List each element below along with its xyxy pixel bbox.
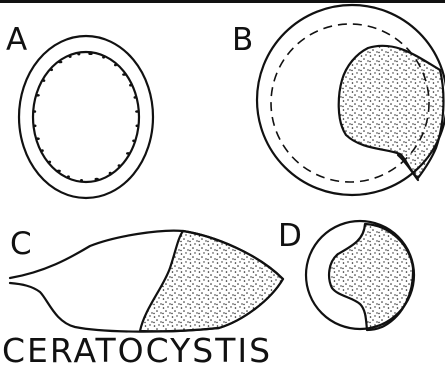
granule-dot <box>129 84 132 87</box>
panel-c-stippled-region <box>140 231 283 331</box>
panel-a: A <box>6 22 153 198</box>
granule-dot <box>102 56 105 59</box>
granule-dot <box>80 179 83 182</box>
panel-b-stippled-mass <box>339 46 444 178</box>
granule-dot <box>88 52 92 55</box>
granule-dot <box>118 164 121 167</box>
granule-dot <box>48 161 51 164</box>
granule-dot <box>135 110 139 113</box>
granule-dot <box>134 96 137 99</box>
top-border <box>0 0 445 3</box>
granule-dot <box>42 79 45 82</box>
granule-dot <box>34 125 37 128</box>
panel-c-label: C <box>10 226 32 262</box>
panel-a-label: A <box>6 22 27 58</box>
granule-dot <box>95 178 99 181</box>
panel-a-outer-wall <box>19 36 153 198</box>
granule-dot <box>35 94 39 97</box>
granule-dot <box>57 170 61 173</box>
granule-dot <box>50 69 53 72</box>
granule-dot <box>122 73 126 76</box>
granule-dot <box>58 61 62 64</box>
panel-b: B <box>232 5 445 195</box>
figure-caption: CERATOCYSTIS <box>2 331 272 369</box>
granule-dot <box>114 64 117 67</box>
granule-dot <box>41 149 44 152</box>
granule-dot <box>67 175 70 178</box>
panel-c: C <box>10 226 283 332</box>
granule-dot <box>33 110 36 113</box>
granule-dot <box>136 125 139 128</box>
granule-dot <box>109 172 112 175</box>
granule-dot <box>69 55 72 58</box>
panel-d-label: D <box>278 218 302 254</box>
panel-d: D <box>278 218 414 330</box>
granule-dot <box>132 140 135 143</box>
panel-b-label: B <box>232 22 253 58</box>
granule-dot <box>77 53 80 56</box>
granule-dot <box>126 152 130 155</box>
granule-dot <box>35 137 39 140</box>
